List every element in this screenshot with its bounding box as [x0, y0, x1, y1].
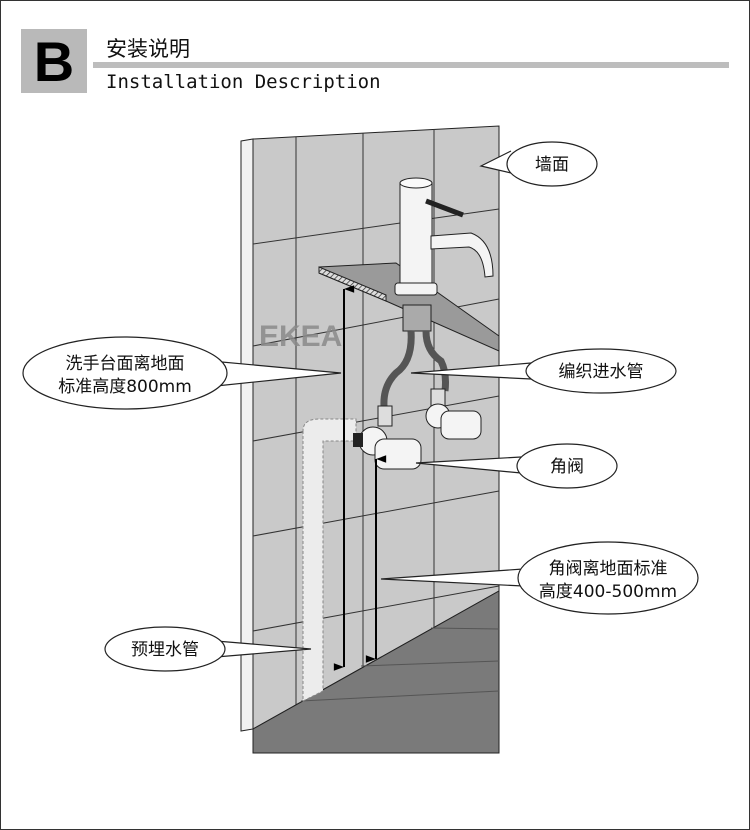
embedded-pipe-callout-bubble — [104, 626, 226, 672]
header-divider — [93, 62, 729, 68]
label-counter-height-2: 标准高度800mm — [58, 377, 192, 397]
label-braided-hose: 编织进水管 — [559, 362, 644, 382]
wall-callout-bubble — [506, 141, 598, 187]
title-english: Installation Description — [106, 71, 381, 93]
label-angle-valve: 角阀 — [550, 457, 584, 477]
label-wall: 墙面 — [535, 155, 569, 175]
title-chinese: 安装说明 — [106, 37, 190, 61]
label-valve-height-1: 角阀离地面标准 — [549, 559, 668, 579]
valve-height-callout-bubble — [517, 541, 699, 615]
braided-hose — [380, 330, 449, 407]
label-valve-height-2: 高度400-500mm — [539, 582, 677, 602]
valve-callout-bubble — [516, 443, 618, 489]
embedded-pipe — [302, 418, 357, 702]
floor — [252, 590, 500, 754]
watermark: EKEA — [259, 320, 342, 353]
counter-height-callout-bubble — [22, 336, 228, 410]
label-embedded-pipe: 预埋水管 — [131, 640, 199, 660]
label-counter-height-1: 洗手台面离地面 — [66, 354, 185, 374]
angle-valves — [353, 388, 482, 470]
wall-callout-pointer — [479, 150, 512, 174]
section-badge: B — [21, 29, 87, 93]
faucet — [394, 177, 494, 332]
hose-callout-bubble — [525, 348, 677, 394]
